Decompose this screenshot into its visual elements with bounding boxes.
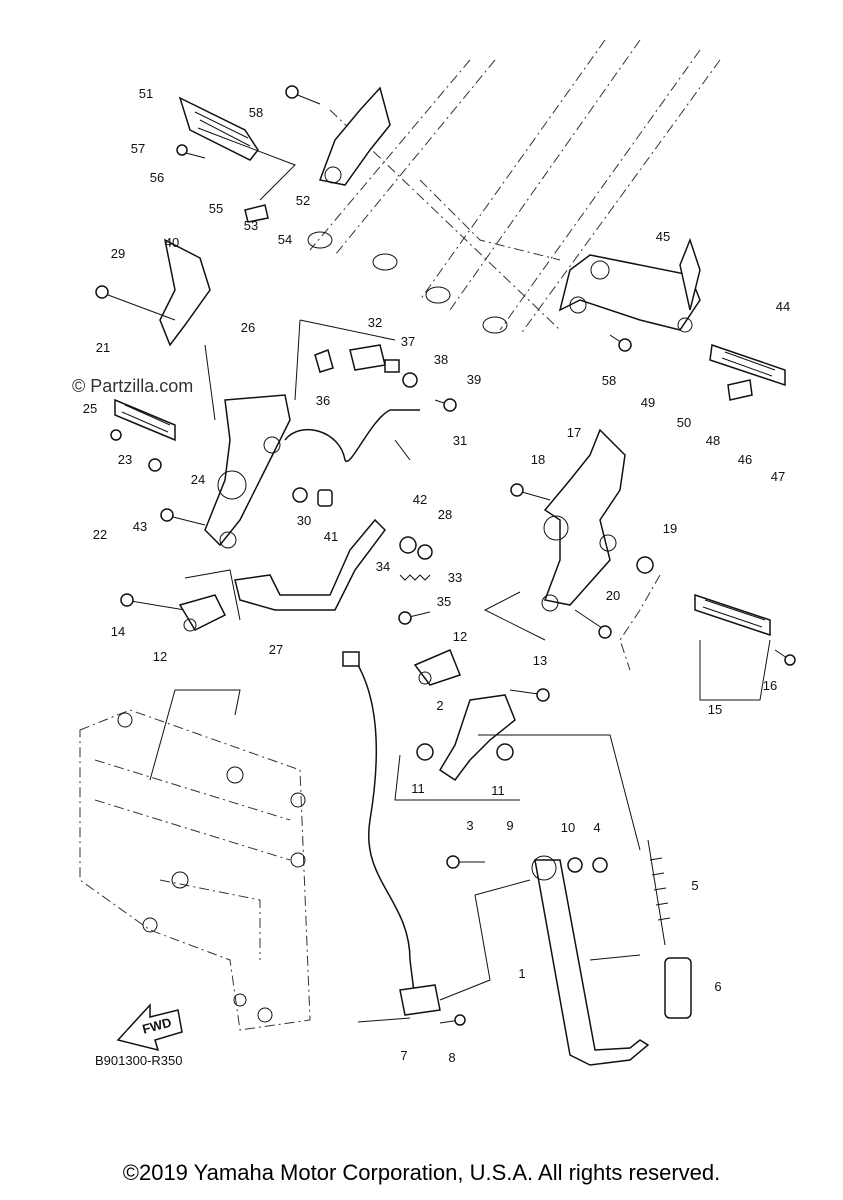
callout-20: 20 bbox=[606, 588, 620, 603]
callout-50: 50 bbox=[677, 415, 691, 430]
callout-42: 42 bbox=[413, 492, 427, 507]
callout-11b: 11 bbox=[491, 783, 505, 798]
brake-rod bbox=[284, 409, 420, 463]
callout-1: 1 bbox=[518, 966, 525, 981]
callout-19: 19 bbox=[663, 521, 677, 536]
callout-51: 51 bbox=[139, 86, 153, 101]
callout-46: 46 bbox=[738, 452, 752, 467]
front-footrest-right bbox=[694, 593, 771, 637]
callout-12b: 12 bbox=[153, 649, 167, 664]
engine-frame bbox=[79, 709, 311, 1031]
callout-38: 38 bbox=[434, 352, 448, 367]
frame-rails bbox=[307, 39, 721, 336]
callout-30: 30 bbox=[297, 513, 311, 528]
callout-58a: 58 bbox=[249, 105, 263, 120]
callout-48: 48 bbox=[706, 433, 720, 448]
heel-guard bbox=[159, 238, 211, 347]
sidestand-spring bbox=[647, 839, 666, 946]
reference-code: B901300-R350 bbox=[95, 1053, 182, 1068]
callout-27: 27 bbox=[269, 642, 283, 657]
pivot-mount bbox=[178, 594, 227, 631]
callout-35: 35 bbox=[437, 594, 451, 609]
callout-15: 15 bbox=[708, 702, 722, 717]
footrest-bracket-right bbox=[543, 428, 626, 606]
callout-31: 31 bbox=[453, 433, 467, 448]
leader-lines bbox=[149, 127, 771, 1023]
callout-39: 39 bbox=[467, 372, 481, 387]
callout-43: 43 bbox=[133, 519, 147, 534]
callout-40: 40 bbox=[165, 235, 179, 250]
callout-58b: 58 bbox=[602, 373, 616, 388]
watermark: © Partzilla.com bbox=[72, 376, 193, 396]
front-footrest-left bbox=[114, 398, 176, 442]
callout-21: 21 bbox=[96, 340, 110, 355]
callout-4: 4 bbox=[593, 820, 600, 835]
fwd-arrow: FWD bbox=[116, 1003, 183, 1052]
callout-3: 3 bbox=[466, 818, 473, 833]
sidestand-switch-lead bbox=[354, 659, 416, 1001]
callout-11a: 11 bbox=[411, 781, 425, 796]
callout-34: 34 bbox=[376, 559, 390, 574]
rear-footrest-bracket-left bbox=[318, 86, 391, 186]
callout-36: 36 bbox=[316, 393, 330, 408]
callout-24: 24 bbox=[191, 472, 205, 487]
callout-8: 8 bbox=[448, 1050, 455, 1065]
fwd-label: FWD bbox=[141, 1015, 173, 1037]
callout-2: 2 bbox=[436, 698, 443, 713]
callout-10: 10 bbox=[561, 820, 575, 835]
rear-footrest-right bbox=[709, 343, 786, 387]
callout-44: 44 bbox=[776, 299, 790, 314]
callout-16: 16 bbox=[763, 678, 777, 693]
return-spring bbox=[399, 574, 431, 581]
callout-53: 53 bbox=[244, 218, 258, 233]
callout-7: 7 bbox=[400, 1048, 407, 1063]
callout-6: 6 bbox=[714, 979, 721, 994]
callout-52: 52 bbox=[296, 193, 310, 208]
callout-26: 26 bbox=[241, 320, 255, 335]
callout-5: 5 bbox=[691, 878, 698, 893]
callout-17: 17 bbox=[567, 425, 581, 440]
callout-13: 13 bbox=[533, 653, 547, 668]
callout-22: 22 bbox=[93, 527, 107, 542]
copyright-notice: ©2019 Yamaha Motor Corporation, U.S.A. A… bbox=[122, 1160, 721, 1185]
callout-12a: 12 bbox=[453, 629, 467, 644]
callout-45: 45 bbox=[656, 229, 670, 244]
callout-23: 23 bbox=[118, 452, 132, 467]
rear-footrest-bracket-right bbox=[558, 254, 701, 331]
callout-25: 25 bbox=[83, 401, 97, 416]
callout-55: 55 bbox=[209, 201, 223, 216]
spring-cover bbox=[664, 957, 692, 1019]
callout-41: 41 bbox=[324, 529, 338, 544]
callout-54: 54 bbox=[278, 232, 292, 247]
callout-49: 49 bbox=[641, 395, 655, 410]
sidestand bbox=[534, 859, 650, 1066]
callout-14: 14 bbox=[111, 624, 125, 639]
callout-56: 56 bbox=[150, 170, 164, 185]
sidestand-bracket bbox=[438, 694, 516, 782]
callout-labels: 1 2 3 4 5 6 7 8 9 10 11 11 12 12 13 14 1… bbox=[83, 86, 790, 1065]
callout-9: 9 bbox=[506, 818, 513, 833]
callout-47: 47 bbox=[771, 469, 785, 484]
rear-footrest-left bbox=[178, 96, 259, 161]
callout-29: 29 bbox=[111, 246, 125, 261]
callout-37: 37 bbox=[401, 334, 415, 349]
callout-32: 32 bbox=[368, 315, 382, 330]
callout-28: 28 bbox=[438, 507, 452, 522]
footrest-bracket-left bbox=[204, 394, 291, 547]
callout-33: 33 bbox=[448, 570, 462, 585]
callout-18: 18 bbox=[531, 452, 545, 467]
callout-57: 57 bbox=[131, 141, 145, 156]
brake-pedal bbox=[234, 518, 386, 611]
